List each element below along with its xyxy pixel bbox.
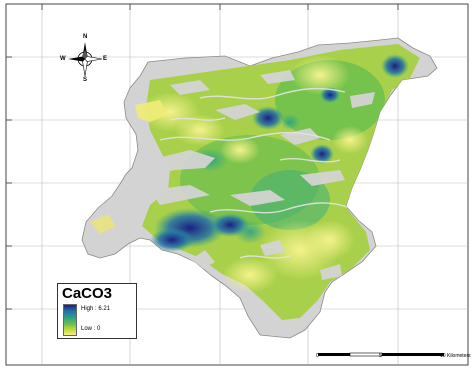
caco3-surface <box>140 44 420 320</box>
west-yellow-patch <box>135 100 168 122</box>
legend-high-label: High : 6.21 <box>81 306 111 312</box>
compass-north-label: N <box>83 34 88 40</box>
compass-west-label: W <box>60 56 66 62</box>
scale-tick-0: 0 <box>316 353 319 359</box>
legend-title: CaCO3 <box>62 285 113 302</box>
scale-tick-10: 10 <box>440 353 446 359</box>
north-arrow: N S E W <box>60 34 108 83</box>
southwest-yellow-patch <box>90 214 116 234</box>
legend: CaCO3 High : 6.21 Low : 0 <box>57 283 137 339</box>
compass-east-label: E <box>103 56 108 62</box>
scale-tick-5: 5 <box>379 353 382 359</box>
compass-rose-icon <box>68 42 103 77</box>
scale-bar-graphic <box>318 352 444 357</box>
frame-ticks <box>6 4 399 310</box>
legend-low-label: Low : 0 <box>81 326 101 332</box>
scale-unit-label: Kilometers <box>447 353 471 359</box>
legend-color-ramp <box>63 304 77 336</box>
scale-bar: 0 5 10 Kilometers <box>316 347 471 365</box>
compass-south-label: S <box>83 77 88 83</box>
